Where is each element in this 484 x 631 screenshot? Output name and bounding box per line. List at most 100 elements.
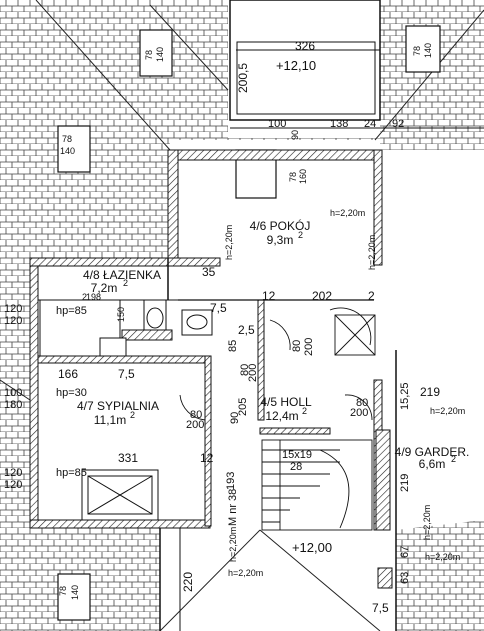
roof-windows bbox=[57, 25, 441, 621]
room-pokoj-area: 9,3m bbox=[267, 233, 294, 247]
label-mnr: M nr 38 bbox=[227, 489, 239, 526]
label-75: 7,5 bbox=[210, 301, 227, 315]
label-hp85b: hp=85 bbox=[56, 467, 87, 479]
label-120c: 120 bbox=[4, 467, 22, 479]
label-200a: 200 bbox=[303, 338, 315, 356]
window-l-a: 78 bbox=[62, 134, 72, 144]
height-8: h=2,20m bbox=[228, 568, 263, 578]
window-tr-b: 140 bbox=[423, 43, 433, 58]
label-stairs2: 28 bbox=[290, 461, 302, 473]
label-67: 67 bbox=[399, 546, 411, 558]
label-63: 63 bbox=[399, 572, 411, 584]
label-205: 205 bbox=[237, 398, 249, 416]
room-garder-area: 6,6m bbox=[419, 457, 446, 471]
terrace-width: 326 bbox=[295, 39, 315, 53]
label-2b: 2 bbox=[368, 289, 375, 303]
room-holl-name: 4/5 HOLL bbox=[260, 395, 312, 409]
label-hp30: hp=30 bbox=[56, 387, 87, 399]
window-tr-a: 78 bbox=[412, 46, 422, 56]
dim-100: 100 bbox=[268, 118, 286, 130]
window-bl-b: 140 bbox=[70, 585, 80, 600]
room-pokoj-name: 4/6 POKÓJ bbox=[250, 218, 311, 233]
dim-90: 90 bbox=[290, 130, 300, 140]
label-166: 166 bbox=[58, 367, 78, 381]
label-hp85a: hp=85 bbox=[56, 305, 87, 317]
height-3: h=2,20m bbox=[367, 235, 377, 270]
terrace-level: +12,10 bbox=[276, 58, 316, 73]
window-tl-a: 78 bbox=[144, 50, 154, 60]
label-193: 193 bbox=[225, 472, 237, 490]
window-pokoj-a: 78 bbox=[288, 172, 298, 182]
height-4: h=2,20m bbox=[430, 406, 465, 416]
height-5: h=2,20m bbox=[422, 505, 432, 540]
label-331: 331 bbox=[118, 451, 138, 465]
label-219a: 219 bbox=[420, 385, 440, 399]
label-180: 180 bbox=[4, 399, 22, 411]
room-labels: 4/6 POKÓJ 9,3m 2 4/8 ŁAZIENKA 7,2m 2 4/7… bbox=[77, 218, 469, 471]
label-220: 220 bbox=[181, 572, 195, 592]
label-35: 35 bbox=[202, 265, 216, 279]
label-25: 2,5 bbox=[238, 323, 255, 337]
window-l-b: 140 bbox=[60, 146, 75, 156]
label-80d: 80 bbox=[356, 397, 368, 409]
height-labels: h=2,20m h=2,20m h=2,20m h=2,20m h=2,20m … bbox=[224, 208, 465, 578]
label-12b: 12 bbox=[200, 451, 214, 465]
label-80b: 80 bbox=[239, 364, 251, 376]
label-90: 90 bbox=[229, 412, 241, 424]
label-120a: 120 bbox=[4, 303, 22, 315]
label-level2: +12,00 bbox=[292, 540, 332, 555]
room-lazienka-area-sup: 2 bbox=[123, 278, 128, 288]
label-200d: 200 bbox=[350, 407, 368, 419]
label-100: 100 bbox=[4, 387, 22, 399]
room-garder-area-sup: 2 bbox=[451, 454, 456, 464]
room-garder-name: 4/9 GARDER. bbox=[395, 445, 470, 459]
window-bl-a: 78 bbox=[58, 586, 68, 596]
label-1525: 15,25 bbox=[399, 382, 411, 410]
dimension-labels: hp=85 hp=30 hp=85 198 150 7,5 12 202 2,5… bbox=[4, 265, 440, 615]
height-1: h=2,20m bbox=[330, 208, 365, 218]
height-2: h=2,20m bbox=[224, 225, 234, 260]
garder-wall bbox=[375, 429, 391, 531]
height-6: h=2,20m bbox=[425, 552, 460, 562]
room-lazienka-area: 7,2m bbox=[91, 281, 118, 295]
bathroom-fixtures bbox=[39, 299, 213, 357]
dim-138: 138 bbox=[330, 118, 348, 130]
garder-pillar bbox=[377, 567, 393, 589]
label-200c: 200 bbox=[186, 419, 204, 431]
label-80c: 80 bbox=[190, 409, 202, 421]
label-150: 150 bbox=[116, 307, 126, 322]
bed bbox=[81, 469, 159, 521]
top-terrace: 326 200,5 +12,10 bbox=[229, 0, 381, 121]
room-pokoj-area-sup: 2 bbox=[298, 230, 303, 240]
label-75b: 7,5 bbox=[118, 367, 135, 381]
dim-92: 92 bbox=[392, 118, 404, 130]
label-120d: 120 bbox=[4, 479, 22, 491]
label-202: 202 bbox=[312, 289, 332, 303]
label-198: 198 bbox=[86, 292, 101, 302]
room-holl-area-sup: 2 bbox=[302, 406, 307, 416]
window-tl-b: 140 bbox=[155, 47, 165, 62]
stairs bbox=[261, 439, 373, 531]
room-sypialnia-name: 4/7 SYPIALNIA bbox=[77, 399, 159, 413]
room-lazienka-name: 4/8 ŁAZIENKA bbox=[83, 268, 161, 282]
room-sypialnia-area: 11,1m bbox=[94, 413, 126, 427]
label-200b: 200 bbox=[247, 364, 259, 382]
label-2: 2 bbox=[82, 292, 87, 302]
room-sypialnia-area-sup: 2 bbox=[130, 410, 135, 420]
label-stairs: 15x19 bbox=[282, 449, 312, 461]
label-12: 12 bbox=[262, 289, 276, 303]
window-pokoj-b: 160 bbox=[298, 169, 308, 184]
top-dimensions: 100 90 138 24 92 bbox=[230, 118, 484, 140]
dim-24: 24 bbox=[364, 118, 376, 130]
label-120b: 120 bbox=[4, 315, 22, 327]
label-75c: 7,5 bbox=[372, 601, 389, 615]
terrace-height: 200,5 bbox=[236, 63, 250, 93]
doors bbox=[179, 307, 376, 421]
room-holl-area: 12,4m bbox=[265, 409, 298, 423]
label-80a: 80 bbox=[291, 340, 303, 352]
label-85: 85 bbox=[227, 340, 239, 352]
label-219b: 219 bbox=[399, 474, 411, 492]
